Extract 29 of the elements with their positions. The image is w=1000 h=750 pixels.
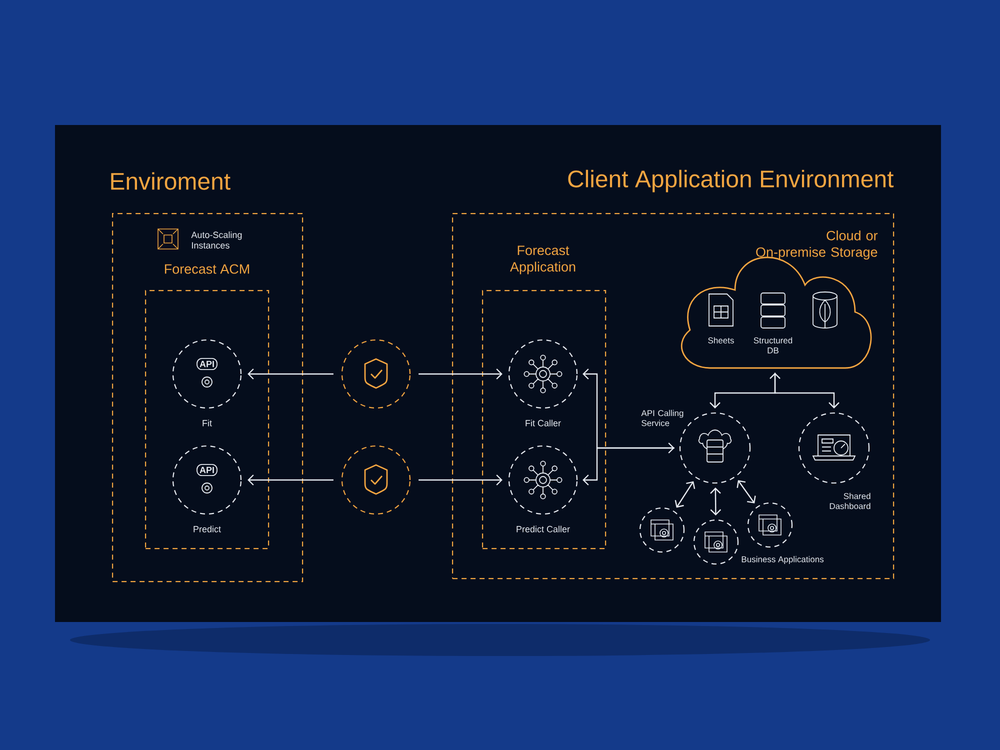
icon-caption: Sheets xyxy=(708,337,734,344)
arrow xyxy=(736,480,756,504)
node-caption: Predict Caller xyxy=(516,526,570,532)
arrow xyxy=(674,481,696,508)
arrow xyxy=(774,372,840,408)
arrow xyxy=(582,368,674,454)
group-heading: Cloud or On-premise Storage xyxy=(756,230,878,260)
arrow xyxy=(248,368,334,380)
node-caption: API Calling Service xyxy=(641,410,684,426)
arrow xyxy=(710,488,722,516)
arrow xyxy=(582,447,674,486)
section-heading: Client Application Environment xyxy=(568,170,894,192)
icon-caption: Structured DB xyxy=(754,337,792,354)
group-caption: Business Applications xyxy=(742,556,824,564)
icon-caption: Auto-Scaling Instances xyxy=(191,231,242,249)
dashed-container xyxy=(145,290,270,550)
group-heading: Forecast Application xyxy=(510,246,576,274)
api-badge: API xyxy=(196,464,218,476)
node-caption: Predict xyxy=(194,526,221,532)
arrow xyxy=(418,474,502,486)
node-caption: Shared Dashboard xyxy=(830,492,870,510)
node-caption: Fit Caller xyxy=(526,420,561,426)
api-badge: API xyxy=(196,358,218,370)
arrow xyxy=(710,372,780,408)
arrow xyxy=(418,368,502,380)
arrow xyxy=(248,474,334,486)
node-caption: Fit xyxy=(202,420,212,426)
group-heading: Forecast ACM xyxy=(164,264,250,274)
section-heading: Enviroment xyxy=(111,172,230,190)
